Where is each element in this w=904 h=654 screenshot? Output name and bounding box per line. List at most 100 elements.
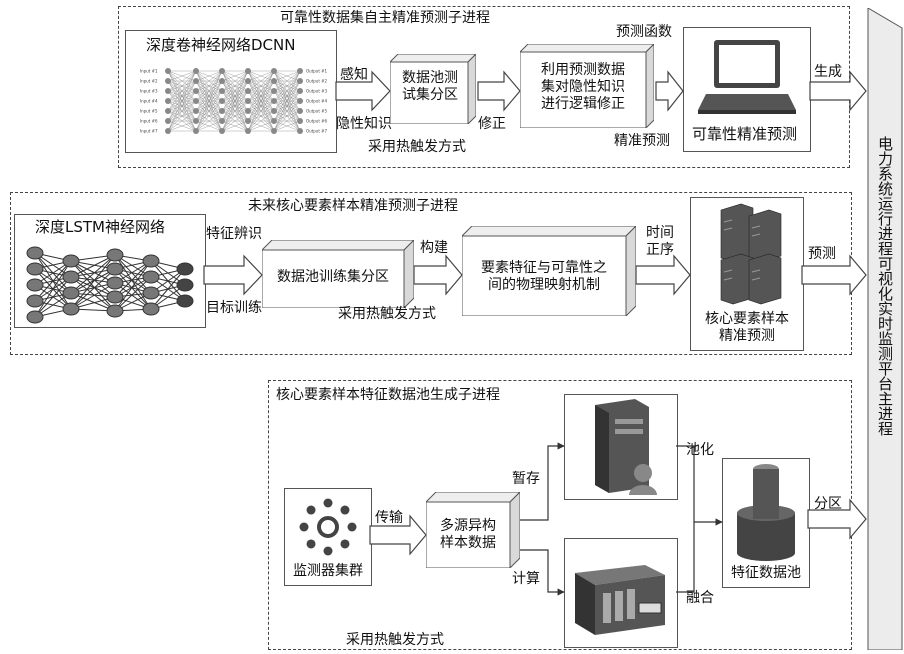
dcnn-node: [297, 68, 303, 74]
dcnn-node: [245, 68, 251, 74]
main-process-label: 电力系统运行进程可视化实时监测平台主进程: [876, 136, 894, 436]
monitor-sensor-dot: [323, 546, 333, 556]
dcnn-node: [193, 68, 199, 74]
section-reliable-title: 可靠性数据集自主精准预测子进程: [280, 10, 490, 26]
dcnn-output-label: Output #1: [306, 69, 328, 74]
dcnn-node: [193, 128, 199, 134]
dcnn-node: [245, 118, 251, 124]
dcnn-input-label: Input #6: [140, 119, 158, 124]
time-order-label: 时间 正序: [646, 225, 674, 258]
predict-function-label: 预测函数: [616, 24, 672, 40]
lstm-title: 深度LSTM神经网络: [35, 218, 165, 236]
dcnn-node: [165, 128, 171, 134]
dcnn-node: [297, 118, 303, 124]
dcnn-output-label: Output #4: [306, 99, 328, 104]
lstm-node: [106, 248, 124, 262]
logic-correction-box: 利用预测数据 集对隐性知识 进行逻辑修正: [518, 42, 656, 130]
dcnn-node: [219, 128, 225, 134]
dcnn-node: [297, 108, 303, 114]
dcnn-output-label: Output #2: [306, 79, 328, 84]
lstm-node: [26, 294, 44, 308]
section-pool-title: 核心要素样本特征数据池生成子进程: [276, 387, 500, 403]
dcnn-node: [297, 128, 303, 134]
monitor-sensor-dot: [306, 539, 316, 549]
feature-identify-label: 特征辨识: [206, 226, 262, 242]
arrow-sense-label: 感知: [340, 67, 368, 83]
dcnn-title: 深度卷神经网络DCNN: [146, 36, 296, 54]
logic-correction-label: 利用预测数据 集对隐性知识 进行逻辑修正: [541, 62, 625, 112]
lstm-node: [62, 270, 80, 284]
dcnn-input-label: Input #2: [140, 79, 158, 84]
dcnn-node: [271, 68, 277, 74]
dcnn-node: [271, 118, 277, 124]
section-future-title: 未来核心要素样本精准预测子进程: [248, 198, 458, 214]
lstm-node: [176, 278, 194, 292]
partition-label: 分区: [814, 496, 842, 512]
dcnn-input-label: Input #5: [140, 109, 158, 114]
fusion-label: 融合: [686, 590, 714, 606]
dcnn-input-label: Input #7: [140, 129, 158, 134]
database-icon: [737, 464, 795, 561]
feature-pool-panel: 特征数据池: [722, 458, 810, 588]
dcnn-node: [165, 68, 171, 74]
lstm-node: [106, 262, 124, 276]
heterogeneous-data-label: 多源异构 样本数据: [440, 518, 496, 551]
lstm-node: [142, 254, 160, 268]
dcnn-node: [219, 108, 225, 114]
dcnn-node: [165, 118, 171, 124]
predict-out-label: 预测: [808, 246, 836, 262]
server-stack-icon: [720, 203, 782, 305]
dcnn-node: [165, 88, 171, 94]
lstm-node: [142, 270, 160, 284]
mapping-label: 要素特征与可靠性之 间的物理映射机制: [481, 260, 607, 293]
dcnn-node: [271, 98, 277, 104]
dcnn-input-label: Input #3: [140, 89, 158, 94]
dcnn-node: [245, 128, 251, 134]
dcnn-node: [193, 98, 199, 104]
lstm-node: [62, 302, 80, 316]
dcnn-node: [245, 88, 251, 94]
laptop-icon: [698, 40, 796, 114]
dcnn-output-label: Output #5: [306, 109, 328, 114]
dcnn-node: [271, 88, 277, 94]
monitor-panel: 监测器集群: [284, 488, 372, 586]
dcnn-node: [245, 98, 251, 104]
build-label: 构建: [420, 240, 448, 256]
arrow-correct-label: 修正: [478, 116, 506, 132]
dcnn-node: [193, 108, 199, 114]
dcnn-node: [193, 118, 199, 124]
dcnn-input-label: Input #4: [140, 99, 158, 104]
pool-trigger-label: 采用热触发方式: [346, 632, 444, 648]
dcnn-node: [245, 108, 251, 114]
lstm-node: [62, 254, 80, 268]
lstm-node: [142, 286, 160, 300]
monitor-sensor-dot: [323, 498, 333, 508]
dcnn-node: [297, 88, 303, 94]
arrow-implicit-label: 隐性知识: [336, 116, 392, 132]
monitor-sensor-dot: [306, 505, 316, 515]
monitor-sensor-dot: [347, 522, 357, 532]
compute-server-panel: [564, 538, 678, 648]
dcnn-node: [193, 78, 199, 84]
lstm-node: [62, 286, 80, 300]
mapping-box: 要素特征与可靠性之 间的物理映射机制: [460, 224, 638, 318]
compute-server-icon: [575, 565, 665, 635]
lstm-node: [26, 310, 44, 324]
monitor-sensor-dot: [340, 539, 350, 549]
test-partition-label: 数据池测 试集分区: [402, 70, 458, 103]
dcnn-node: [297, 98, 303, 104]
training-partition-box: 数据池训练集分区: [260, 238, 416, 310]
heterogeneous-data-box: 多源异构 样本数据: [424, 490, 522, 570]
storage-server-panel: [564, 394, 678, 500]
lstm-node: [142, 302, 160, 316]
dcnn-node: [271, 128, 277, 134]
dcnn-node: [245, 78, 251, 84]
lstm-node: [106, 276, 124, 290]
lstm-node: [176, 294, 194, 308]
lstm-node: [26, 246, 44, 260]
storage-server-icon: [595, 399, 657, 495]
dcnn-node: [219, 68, 225, 74]
monitor-sensor-dot: [299, 522, 309, 532]
